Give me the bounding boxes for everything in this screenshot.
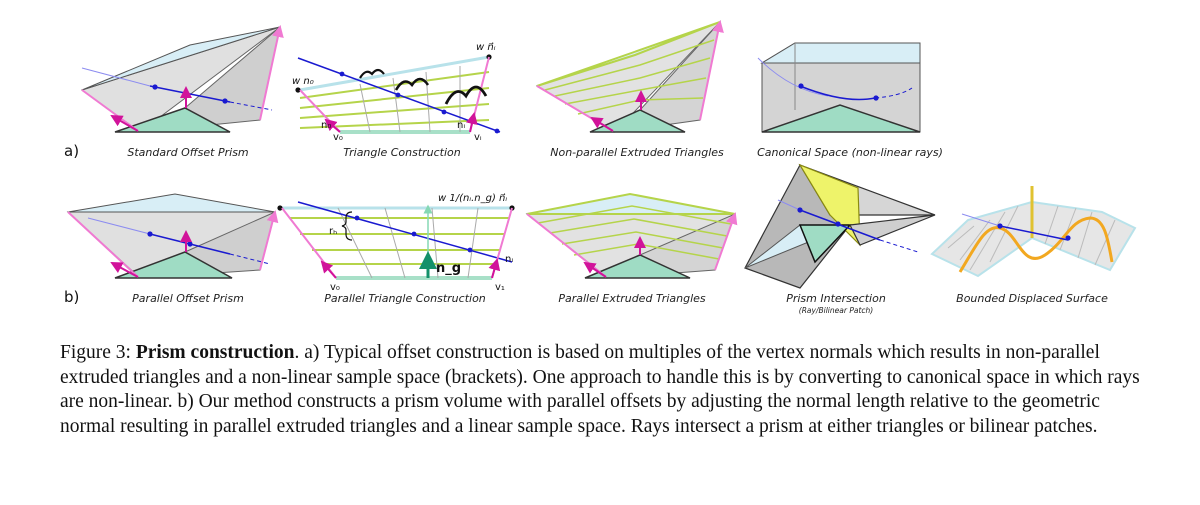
label-w-formula: w 1/(nᵢ.n_g) n⃗ᵢ <box>438 193 507 204</box>
panel-triangle-construction: w n₀ w n⃗ᵢ n₀ v₀ nᵢ vᵢ Triangle Construc… <box>292 42 501 159</box>
panel-label-prism-intersection: Prism Intersection <box>786 292 886 305</box>
label-ng: n_g <box>436 261 461 276</box>
label-n0: n₀ <box>321 120 331 131</box>
figure-caption: Figure 3: Prism construction. a) Typical… <box>60 341 1150 439</box>
label-rh: rₕ <box>329 226 337 237</box>
panel-parallel-extruded-triangles: Parallel Extruded Triangles <box>525 192 738 305</box>
panel-label-non-parallel-extruded: Non-parallel Extruded Triangles <box>550 146 724 159</box>
panel-non-parallel-extruded-triangles: Non-parallel Extruded Triangles <box>535 20 724 159</box>
panel-parallel-offset-prism: Parallel Offset Prism <box>66 193 279 305</box>
row-b-label: b) <box>64 288 79 306</box>
panel-label-parallel-triangle-construction: Parallel Triangle Construction <box>324 292 486 305</box>
caption-prefix: Figure 3: <box>60 342 136 363</box>
row-a-label: a) <box>64 142 79 160</box>
caption-bold-title: Prism construction <box>135 342 295 363</box>
label-v0: v₀ <box>333 132 343 143</box>
panel-standard-offset-prism: Standard Offset Prism <box>80 25 284 159</box>
panel-label-parallel-extruded: Parallel Extruded Triangles <box>558 292 706 305</box>
panel-label-triangle-construction: Triangle Construction <box>343 146 461 159</box>
panel-label-canonical-space: Canonical Space (non-linear rays) <box>757 146 943 159</box>
label-w-n0: w n₀ <box>292 76 314 87</box>
panel-sublabel-prism-intersection: (Ray/Bilinear Patch) <box>799 306 873 315</box>
label-ni-b: nᵢ <box>505 254 513 265</box>
caption-body: . a) Typical offset construction is base… <box>60 342 1140 437</box>
label-ni: nᵢ <box>457 120 465 131</box>
panel-bounded-displaced-surface: Bounded Displaced Surface <box>930 186 1137 305</box>
panel-label-standard-offset-prism: Standard Offset Prism <box>127 146 248 159</box>
label-vi: vᵢ <box>474 132 482 143</box>
label-v1-b: v₁ <box>495 282 505 293</box>
panel-label-bounded-displaced-surface: Bounded Displaced Surface <box>956 292 1108 305</box>
prism-construction-figure: a) Standard Offset Prism <box>64 20 1137 315</box>
panel-canonical-space: Canonical Space (non-linear rays) <box>757 42 943 159</box>
panel-parallel-triangle-construction: w 1/(nᵢ.n_g) n⃗ᵢ rₕ n_g nᵢ v₀ v₁ Paralle… <box>277 193 515 305</box>
panel-prism-intersection: Prism Intersection (Ray/Bilinear Patch) <box>744 163 936 315</box>
panel-label-parallel-offset-prism: Parallel Offset Prism <box>132 292 244 305</box>
label-v0-b: v₀ <box>330 282 340 293</box>
label-w-ni: w n⃗ᵢ <box>476 42 496 53</box>
